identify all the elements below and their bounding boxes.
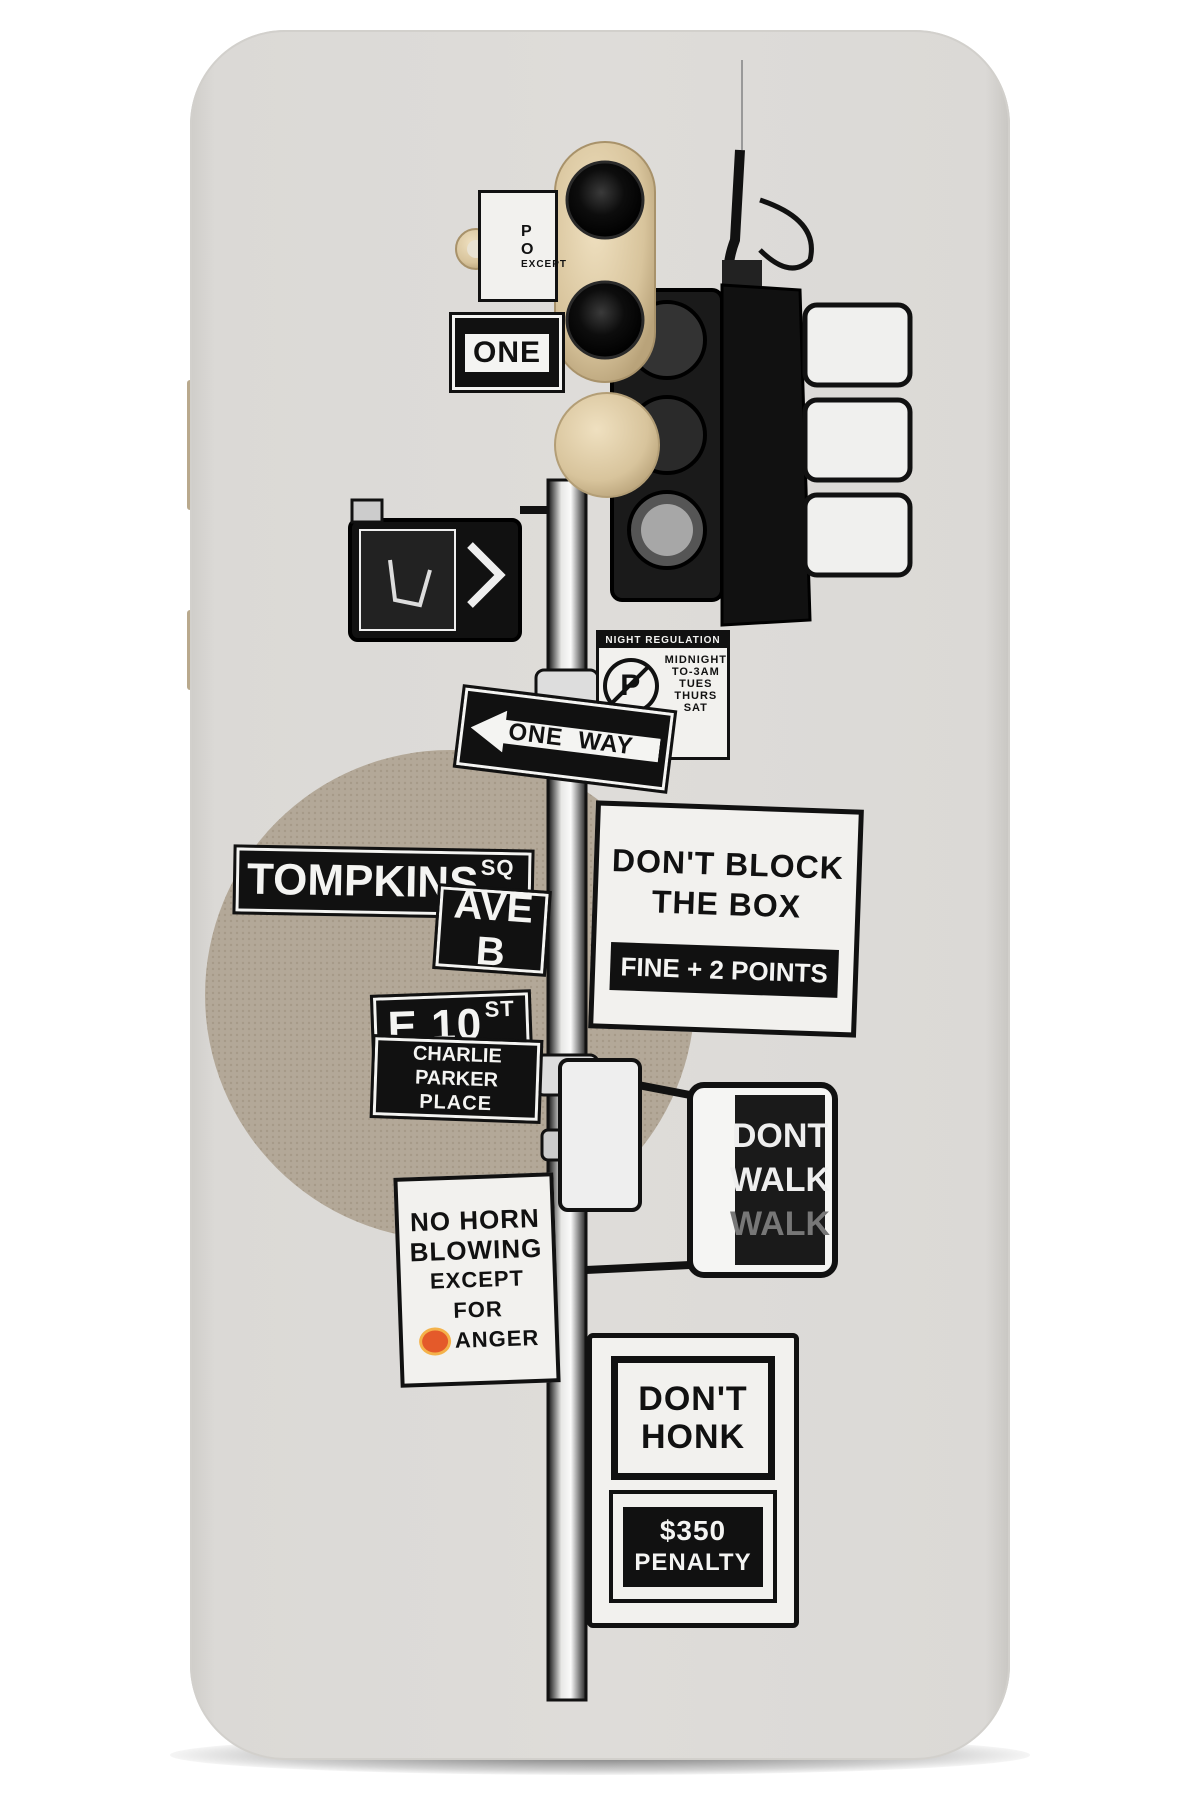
parking-sign-line-2: O	[521, 240, 535, 258]
penalty-panel: $350 PENALTY	[609, 1490, 777, 1603]
dont-honk-line-1: DON'T	[638, 1380, 748, 1418]
dont-block-line-2: THE BOX	[651, 883, 802, 925]
night-regulation-header: NIGHT REGULATION	[599, 633, 727, 648]
one-way-sign-top: ONE	[449, 312, 565, 393]
parking-sign-line-1: P	[521, 222, 533, 240]
no-horn-line-3: EXCEPT	[429, 1265, 525, 1294]
dont-block-the-box-sign: DON'T BLOCK THE BOX FINE + 2 POINTS	[588, 800, 864, 1038]
tompkins-suffix: SQ	[480, 854, 515, 881]
charlie-parker-line-1: CHARLIE PARKER	[412, 1042, 503, 1092]
no-horn-line-5: ANGER	[454, 1324, 540, 1353]
parking-sign-line-3: EXCEPT	[521, 258, 568, 270]
one-way-arrow-text: ONE WAY	[506, 718, 636, 761]
no-horn-blowing-sign: NO HORN BLOWING EXCEPT FOR ANGER	[393, 1172, 561, 1388]
dont-walk-line-2: WALK	[729, 1161, 831, 1199]
charlie-parker-sign: CHARLIE PARKER PLACE	[369, 1033, 544, 1125]
dont-walk-line-1: DONT	[731, 1117, 829, 1155]
night-line-5: SAT	[683, 702, 708, 714]
fine-points-text: FINE + 2 POINTS	[609, 942, 839, 998]
camera-lens-2	[565, 280, 645, 360]
no-horn-line-2: BLOWING	[409, 1232, 543, 1268]
no-horn-line-4: FOR	[452, 1296, 504, 1323]
parking-sign: P O EXCEPT	[478, 190, 566, 302]
camera-lens-1	[565, 160, 645, 240]
penalty-line-2: PENALTY	[634, 1548, 752, 1576]
penalty-line-1: $350	[659, 1514, 727, 1546]
charlie-parker-line-2: PLACE	[418, 1090, 493, 1116]
dont-honk-sign: DON'T HONK $350 PENALTY	[587, 1333, 799, 1628]
dont-walk-line-3: WALK	[729, 1205, 831, 1243]
fingerprint-cutout	[554, 392, 660, 498]
night-line-4: THURS	[674, 690, 718, 702]
dont-honk-panel: DON'T HONK	[611, 1356, 775, 1480]
ave-b-text: AVE B	[452, 882, 535, 975]
no-horn-line-1: NO HORN	[409, 1202, 541, 1238]
dont-honk-line-2: HONK	[640, 1418, 746, 1456]
one-way-top-text: ONE	[464, 333, 549, 372]
dont-walk-text: DONT WALK WALK	[730, 1100, 830, 1260]
ave-b-sign: AVE B	[432, 882, 552, 977]
night-line-2: TO-3AM	[671, 666, 720, 678]
e10-suffix: ST	[484, 995, 516, 1022]
night-line-3: TUES	[679, 678, 713, 690]
burger-logo-icon	[418, 1326, 452, 1357]
dont-block-line-1: DON'T BLOCK	[611, 841, 845, 887]
night-line-1: MIDNIGHT	[664, 654, 727, 666]
